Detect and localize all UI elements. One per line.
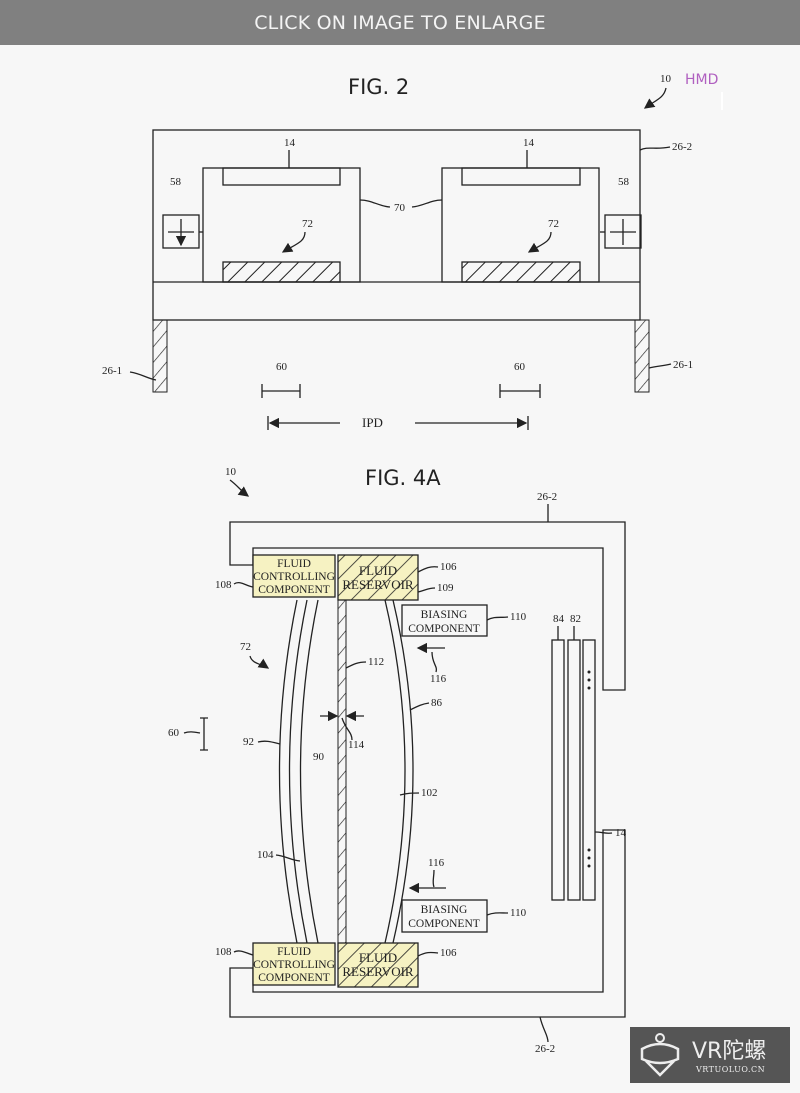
banner-text: CLICK ON IMAGE TO ENLARGE (254, 11, 546, 34)
ref-label: 90 (313, 751, 325, 763)
fluid-reservoir-bottom (338, 943, 418, 987)
ipd-label: IPD (362, 415, 383, 430)
left-display (222, 167, 341, 186)
watermark-url: VRTUOLUO.CN (696, 1065, 766, 1074)
ref-label: COMPONENT (258, 584, 330, 596)
ref-label: 112 (368, 656, 384, 668)
ref-label: 116 (428, 857, 445, 869)
fig4a-title: FIG. 4A (365, 466, 441, 490)
ref-label: 58 (170, 176, 182, 188)
fig2-title: FIG. 2 (348, 75, 409, 99)
ref-label: 82 (570, 613, 581, 625)
fluid-controlling-top (252, 554, 336, 598)
ref-label: 106 (440, 561, 457, 573)
ref-label: CONTROLLING (253, 571, 335, 583)
ref-label: COMPONENT (408, 918, 480, 930)
fluid-reservoir-top (338, 555, 418, 600)
ref-label: 102 (421, 787, 438, 799)
ref-label: 84 (553, 613, 565, 625)
ref-label: 26-2 (535, 1043, 555, 1055)
membrane-112 (337, 599, 347, 944)
ref-label: 110 (510, 611, 527, 623)
ref-label: 108 (215, 946, 232, 958)
ref-label: 109 (437, 582, 454, 594)
ref-label: 108 (215, 579, 232, 591)
vr-headset-icon (640, 1033, 680, 1077)
lens-92 (278, 599, 298, 944)
left-lens (222, 261, 341, 283)
watermark-logo: VR陀螺 VRTUOLUO.CN (630, 1027, 790, 1083)
ref-label: FLUID (359, 950, 397, 965)
ref-label: 60 (276, 361, 288, 373)
ref-label: 26-1 (673, 359, 693, 371)
ref-label: 26-2 (672, 141, 692, 153)
fig-2: FIG. 2 10 HMD 26-2 14 14 72 72 70 (102, 72, 723, 430)
ref-label: 92 (243, 736, 254, 748)
hmd-annotation: HMD (685, 72, 718, 88)
patent-figures[interactable]: FIG. 2 10 HMD 26-2 14 14 72 72 70 (0, 45, 800, 1093)
ref-label: BIASING (421, 609, 468, 621)
ref-label: 72 (302, 218, 313, 230)
right-actuator-58 (600, 214, 642, 249)
ref-label: COMPONENT (258, 972, 330, 984)
right-strap (634, 319, 650, 393)
ref-10: 10 (660, 73, 672, 85)
lens-86 (384, 599, 406, 944)
right-lens (461, 261, 581, 283)
ref-label: 58 (618, 176, 630, 188)
ref-label: RESERVOIR (342, 577, 414, 592)
ref-label: 14 (284, 137, 296, 149)
left-strap (152, 319, 168, 393)
ref-label: 104 (257, 849, 274, 861)
ref-label: FLUID (277, 946, 311, 958)
display-82 (567, 639, 581, 901)
ref-label: 86 (431, 697, 443, 709)
ref-label: 72 (548, 218, 559, 230)
watermark-brand: VR陀螺 (692, 1039, 767, 1064)
ref-label: 14 (523, 137, 535, 149)
ref-label: RESERVOIR (342, 964, 414, 979)
ref-label: 60 (514, 361, 526, 373)
display-14 (582, 639, 596, 901)
ref-label: 26-2 (537, 491, 557, 503)
enlarge-banner[interactable]: CLICK ON IMAGE TO ENLARGE (0, 0, 800, 45)
biasing-top (401, 604, 488, 637)
fluid-controlling-bottom (252, 942, 336, 986)
ref-label: 106 (440, 947, 457, 959)
ref-label: 10 (225, 466, 237, 478)
left-actuator-58 (162, 214, 203, 248)
ref-label: 72 (240, 641, 251, 653)
ref-label: 14 (615, 827, 627, 839)
ref-label: COMPONENT (408, 623, 480, 635)
ref-label: 70 (394, 202, 406, 214)
ref-label: 26-1 (102, 365, 122, 377)
right-display (461, 167, 581, 186)
ref-label: 114 (348, 739, 365, 751)
biasing-bottom (401, 899, 488, 933)
hmd-housing (152, 129, 641, 321)
ref-label: CONTROLLING (253, 959, 335, 971)
ref-label: 110 (510, 907, 527, 919)
ref-label: 60 (168, 727, 180, 739)
ref-label: BIASING (421, 904, 468, 916)
display-84 (551, 639, 565, 901)
ref-label: 116 (430, 673, 447, 685)
ref-label: FLUID (359, 563, 397, 578)
frame-top (229, 521, 626, 691)
ref-label: FLUID (277, 558, 311, 570)
